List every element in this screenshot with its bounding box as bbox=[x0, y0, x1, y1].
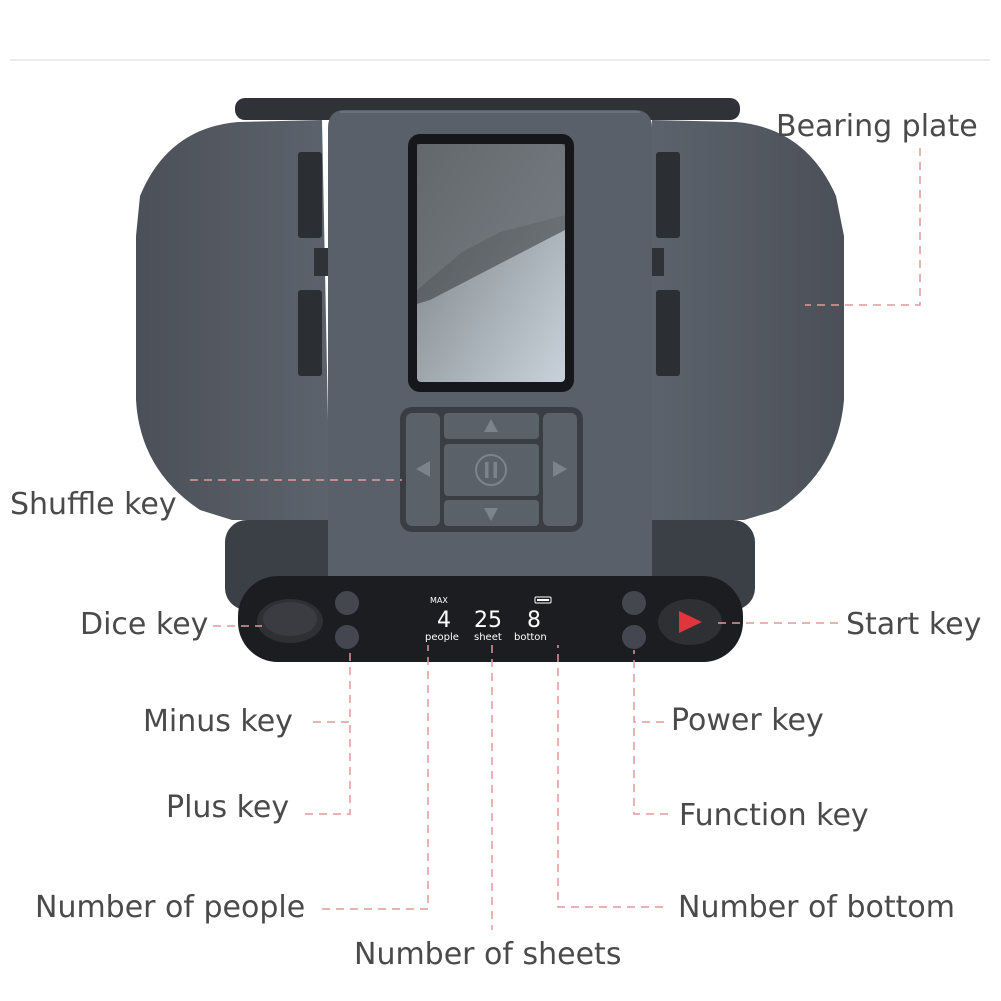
play-icon bbox=[679, 611, 702, 633]
battery-icon bbox=[534, 596, 552, 604]
arrow-up-icon bbox=[484, 419, 498, 432]
leader-plus-key bbox=[305, 722, 351, 815]
shuffle-key[interactable] bbox=[444, 444, 539, 496]
bearing-plate-left bbox=[136, 120, 330, 520]
label-start-key: Start key bbox=[846, 607, 982, 642]
arrow-left-icon bbox=[416, 461, 430, 477]
max-label: MAX bbox=[430, 596, 448, 605]
power-key[interactable] bbox=[622, 591, 646, 615]
leader-bearing-plate bbox=[805, 148, 921, 306]
plus-key[interactable] bbox=[335, 625, 359, 649]
leader-minus-key bbox=[313, 650, 351, 723]
roller-right-bottom bbox=[656, 290, 680, 376]
people-count: 4 bbox=[437, 608, 451, 633]
label-dice-key: Dice key bbox=[80, 607, 209, 642]
label-plus-key: Plus key bbox=[166, 790, 290, 825]
bottom-count: 8 bbox=[527, 608, 541, 633]
label-bearing-plate: Bearing plate bbox=[776, 109, 978, 144]
arrow-down-icon bbox=[484, 508, 498, 521]
label-power-key: Power key bbox=[671, 703, 824, 738]
bearing-plate-right bbox=[646, 120, 844, 520]
roller-right-top bbox=[656, 152, 680, 238]
roller-right-clip bbox=[650, 248, 664, 276]
label-shuffle-key: Shuffle key bbox=[10, 487, 177, 522]
label-number-of-sheets: Number of sheets bbox=[354, 937, 622, 972]
sheet-caption: sheet bbox=[474, 632, 502, 643]
people-caption: people bbox=[425, 632, 459, 643]
leader-function-key bbox=[633, 722, 668, 815]
label-minus-key: Minus key bbox=[143, 704, 293, 739]
pause-icon bbox=[475, 454, 507, 486]
control-panel bbox=[238, 576, 743, 662]
leader-number-of-people bbox=[322, 645, 429, 910]
label-number-of-people: Number of people bbox=[35, 890, 306, 925]
bottom-caption: botton bbox=[514, 632, 547, 643]
roller-left-top bbox=[298, 152, 322, 238]
roller-left-clip bbox=[314, 248, 328, 276]
label-number-of-bottom: Number of bottom bbox=[678, 890, 956, 925]
sheet-count: 25 bbox=[474, 608, 502, 633]
label-function-key: Function key bbox=[679, 798, 869, 833]
arrow-right-icon bbox=[553, 461, 567, 477]
minus-key[interactable] bbox=[335, 591, 359, 615]
leader-number-of-bottom bbox=[557, 645, 663, 908]
roller-left-bottom bbox=[298, 290, 322, 376]
function-key[interactable] bbox=[622, 625, 646, 649]
leader-lines bbox=[190, 148, 921, 930]
leader-power-key bbox=[633, 650, 664, 723]
